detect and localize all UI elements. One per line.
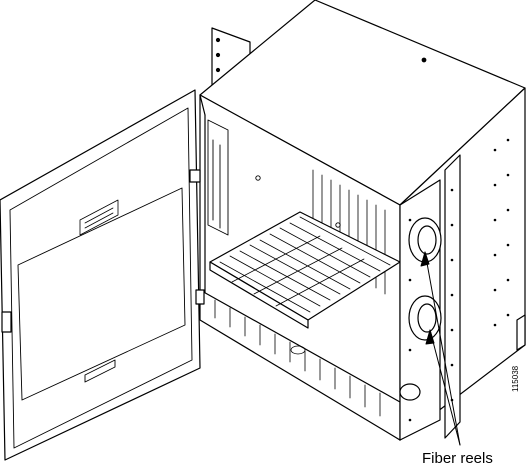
fiber-reels-leader-lines bbox=[420, 251, 461, 446]
door-window bbox=[17, 187, 186, 401]
cable-exit-bend bbox=[399, 383, 421, 401]
fiber-reels-callout: Fiber reels bbox=[422, 450, 493, 467]
side-panel-holes bbox=[493, 138, 510, 327]
fiber-clips bbox=[214, 299, 381, 417]
interior-wall-guides bbox=[207, 119, 341, 236]
card-slot-guides bbox=[219, 216, 391, 313]
fiber-reel-lower bbox=[408, 295, 442, 341]
door-warning-label bbox=[79, 199, 119, 236]
figure-number: 115038 bbox=[511, 365, 520, 392]
door-hinges bbox=[1, 169, 205, 333]
side-latch bbox=[516, 314, 526, 351]
front-mounting-bracket bbox=[444, 154, 461, 439]
fiber-reel-upper bbox=[408, 217, 442, 263]
door-handle bbox=[84, 359, 116, 383]
